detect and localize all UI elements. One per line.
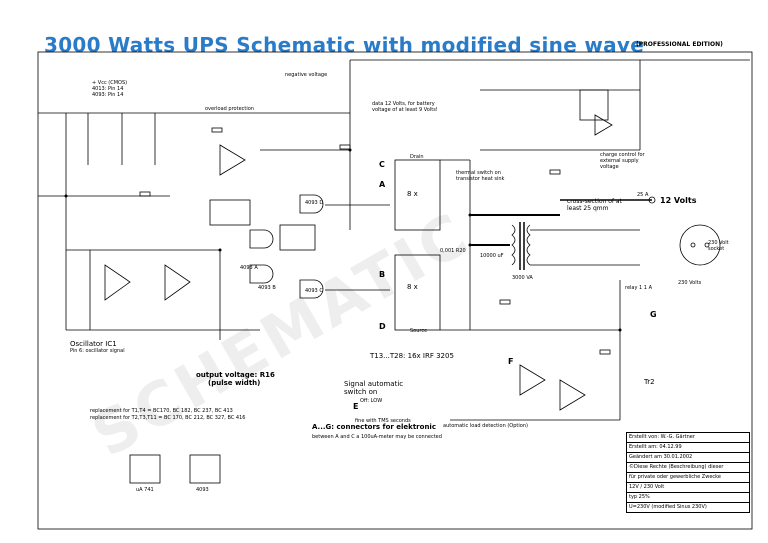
gate-a-label: 4093 A [240,265,258,271]
info-row: U=230V (modified Sinus 230V) [629,504,707,510]
info-row: 12V / 230 Volt [627,483,749,493]
replacement-note-2: replacement for T2,T3,T11 = BC 170, BC 2… [90,415,246,421]
signal-auto-label: Signal automatic switch on [344,380,404,396]
cross-section-label: cross-section of at least 25 qmm [567,198,622,212]
drain-label: Drain [410,154,424,160]
connector-title: A...G: connectors for elektronic [312,423,436,431]
connector-a: A [379,180,386,189]
battery-note: data 12 Volts, for battery voltage of at… [372,101,438,113]
fine-tms-label: fine with TMS seconds [355,418,411,424]
gate-d-label: 4093 D [305,200,324,206]
r20-label: 0,001 R20 [440,248,466,254]
ua741-pinout-label: uA 741 [136,487,154,493]
mains-label: 230 Volts [678,280,702,286]
pulse-width-label: (pulse width) [208,379,261,387]
gate-c-label: 4093 C [305,288,323,294]
connector-g: G [650,310,657,319]
elko-label: 10000 uF [480,253,504,259]
oscillator-label: Oscillator IC1 [70,340,117,348]
connector-d: D [379,322,386,331]
fuse-25a-label: 25 A [637,192,649,198]
pin6-label: Pin 6: oscillator signal [70,348,125,354]
relay-label: relay 1 1 A [625,285,652,291]
connector-subtitle: between A and C a 100uA-meter may be con… [312,434,442,440]
mosfet-count-bottom: 8 x [407,283,418,291]
source-label: Source [410,328,428,334]
overload-label: overload protection [205,106,254,112]
off-low-label: Off: LOW [360,398,383,404]
info-row: ©Diese Rechte (Beschreibung) dieser [627,463,749,473]
connector-f: F [508,357,514,366]
page-subtitle: (PROFESSIONAL EDITION) [636,41,723,48]
info-row: typ 25% [627,493,749,503]
info-row: Erstellt am: 04.12.99 [627,443,749,453]
info-row: Erstellt von: W.-G. Gärtner [627,433,749,443]
transformer-label: 3000 VA [512,275,533,281]
connector-b: B [379,270,386,279]
connector-c: C [379,160,385,169]
info-row: Geändert am 30.01.2002 [627,453,749,463]
tr2-label: Tr2 [644,378,655,386]
vcc-label: + Vcc (CMOS) [92,80,128,86]
twelve-volts-label: 12 Volts [660,196,697,205]
mosfet-count-top: 8 x [407,190,418,198]
ic-pin-a-label: 4013: Pin 14 [92,86,124,92]
info-table: Erstellt von: W.-G. Gärtner Erstellt am:… [626,432,750,513]
connector-e: E [353,402,359,411]
negative-voltage-label: negative voltage [285,72,328,78]
charge-control-note: charge control for external supply volta… [600,152,645,170]
output-voltage-label: output voltage: R16 [196,371,275,379]
cmos-4093-pinout-label: 4093 [196,487,209,493]
automatic-load-note: automatic load detection (Option) [443,423,528,429]
replacement-note-1: replacement for T1,T4 = BC170, BC 182, B… [90,408,233,414]
info-row: für private oder gewerbliche Zwecke [627,473,749,483]
thermal-switch-label: thermal switch on transistor heat sink [456,170,505,182]
mosfet-type-label: T13...T28: 16x IRF 3205 [370,352,454,360]
socket-label: 230 Volt socket [708,240,729,252]
page-title: 3000 Watts UPS Schematic with modified s… [44,33,645,57]
gate-b-label: 4093 B [258,285,276,291]
ic-pin-b-label: 4093: Pin 14 [92,92,124,98]
